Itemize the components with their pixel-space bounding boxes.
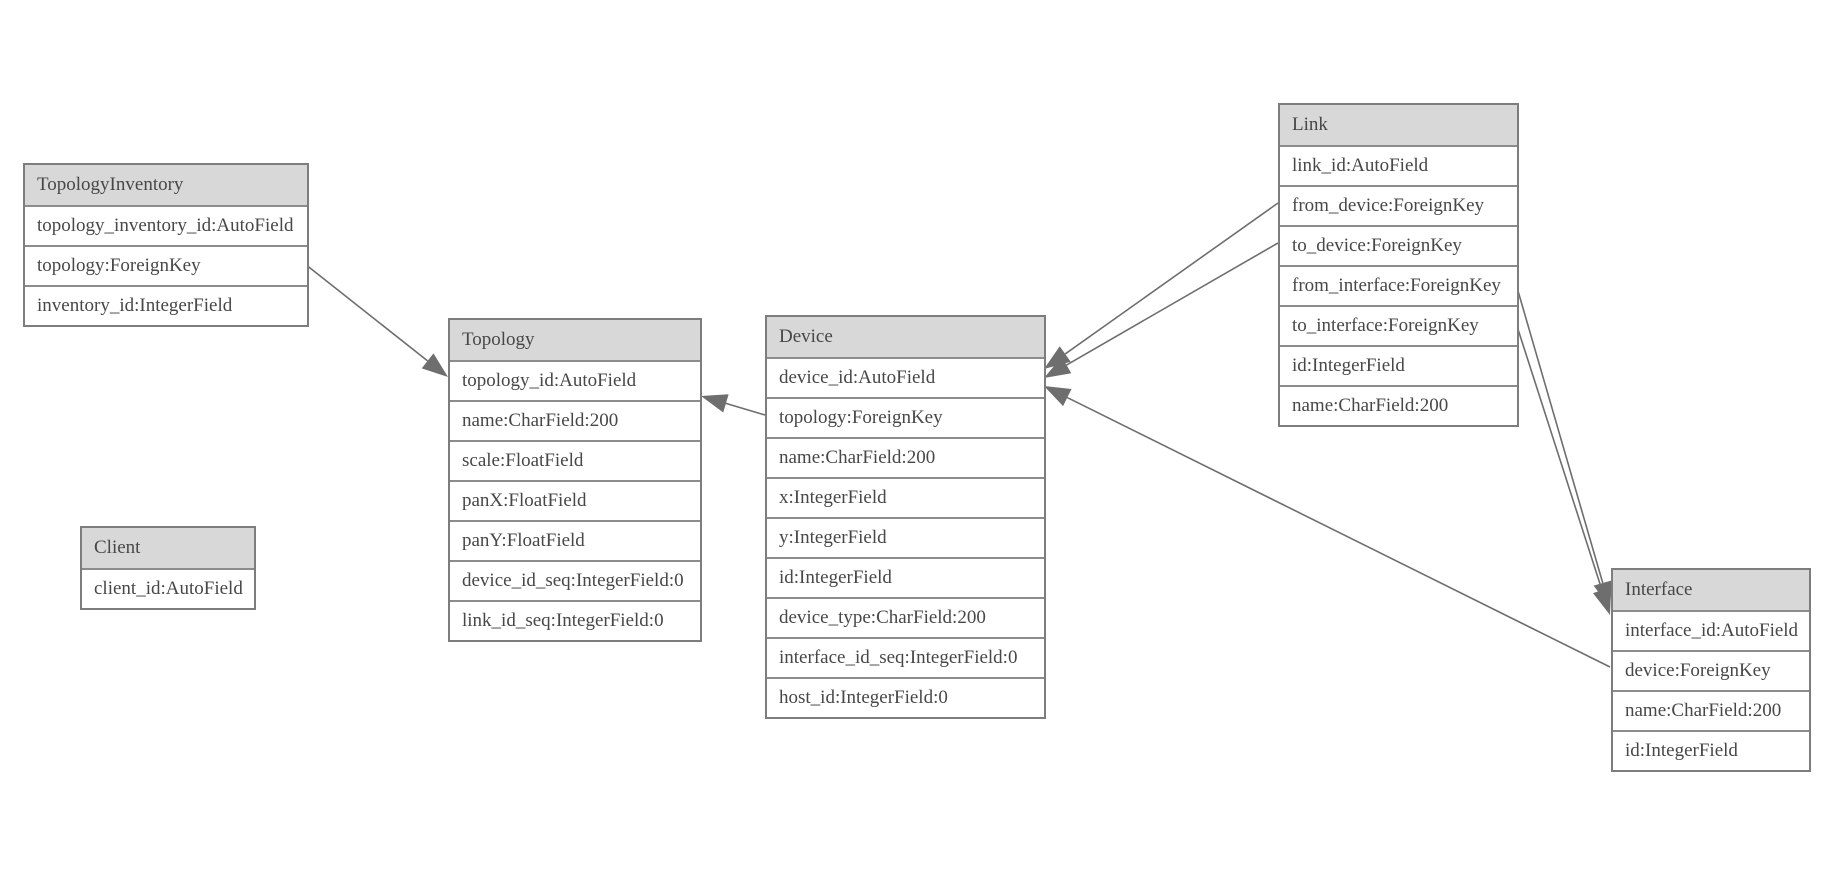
relationship-line xyxy=(1515,322,1603,591)
entity-field-row: device_id:AutoField xyxy=(767,357,1044,397)
relationship-arrowhead-icon xyxy=(1593,580,1612,608)
entity-field-row: id:IntegerField xyxy=(1613,730,1809,770)
relationship-line xyxy=(725,402,766,416)
entity-field-row: panX:FloatField xyxy=(450,480,700,520)
entity-field-row: interface_id:AutoField xyxy=(1613,610,1809,650)
relationship-line xyxy=(1066,396,1611,668)
entity-field-row: name:CharField:200 xyxy=(1613,690,1809,730)
entity-field-row: interface_id_seq:IntegerField:0 xyxy=(767,637,1044,677)
entity-field-row: link_id_seq:IntegerField:0 xyxy=(450,600,700,640)
entity-field-row: host_id:IntegerField:0 xyxy=(767,677,1044,717)
entity-field-row: id:IntegerField xyxy=(767,557,1044,597)
relationship-line xyxy=(1515,283,1604,584)
entity-field-row: scale:FloatField xyxy=(450,440,700,480)
entity-field-row: y:IntegerField xyxy=(767,517,1044,557)
entity-field-row: topology:ForeignKey xyxy=(767,397,1044,437)
entity-title-interface: Interface xyxy=(1613,570,1809,610)
entity-field-row: from_device:ForeignKey xyxy=(1280,185,1517,225)
relationship-edge xyxy=(1044,202,1279,369)
entity-field-row: device_id_seq:IntegerField:0 xyxy=(450,560,700,600)
entity-field-row: x:IntegerField xyxy=(767,477,1044,517)
relationship-arrowhead-icon xyxy=(1044,356,1072,378)
entity-field-row: topology_inventory_id:AutoField xyxy=(25,205,307,245)
entity-field-row: device_type:CharField:200 xyxy=(767,597,1044,637)
entity-field-row: to_interface:ForeignKey xyxy=(1280,305,1517,345)
entity-field-row: to_device:ForeignKey xyxy=(1280,225,1517,265)
entity-field-row: name:CharField:200 xyxy=(1280,385,1517,425)
relationship-edge xyxy=(1515,283,1612,608)
relationship-edge xyxy=(304,263,448,377)
relationship-arrowhead-icon xyxy=(1044,346,1071,369)
entity-title-client: Client xyxy=(82,528,254,568)
entity-field-row: name:CharField:200 xyxy=(450,400,700,440)
relationship-arrowhead-icon xyxy=(1044,386,1072,407)
entity-field-row: name:CharField:200 xyxy=(767,437,1044,477)
relationship-edge xyxy=(1044,242,1279,378)
relationship-arrowhead-icon xyxy=(1592,587,1612,615)
relationship-line xyxy=(1066,242,1279,366)
entity-title-link: Link xyxy=(1280,105,1517,145)
entity-field-row: inventory_id:IntegerField xyxy=(25,285,307,325)
entity-field-row: panY:FloatField xyxy=(450,520,700,560)
relationship-arrowhead-icon xyxy=(701,394,729,413)
entity-field-row: client_id:AutoField xyxy=(82,568,254,608)
entity-field-row: topology:ForeignKey xyxy=(25,245,307,285)
entity-title-device: Device xyxy=(767,317,1044,357)
relationship-arrowhead-icon xyxy=(421,353,448,377)
relationship-edge xyxy=(1044,386,1611,668)
entity-field-row: id:IntegerField xyxy=(1280,345,1517,385)
relationship-edge xyxy=(1515,322,1612,615)
entity-field-row: link_id:AutoField xyxy=(1280,145,1517,185)
entity-title-topology: Topology xyxy=(450,320,700,360)
entity-field-row: from_interface:ForeignKey xyxy=(1280,265,1517,305)
relationship-line xyxy=(304,263,429,362)
entity-title-topology_inventory: TopologyInventory xyxy=(25,165,307,205)
relationship-line xyxy=(1064,202,1279,355)
entity-field-row: device:ForeignKey xyxy=(1613,650,1809,690)
relationship-edge xyxy=(701,394,766,416)
entity-field-row: topology_id:AutoField xyxy=(450,360,700,400)
